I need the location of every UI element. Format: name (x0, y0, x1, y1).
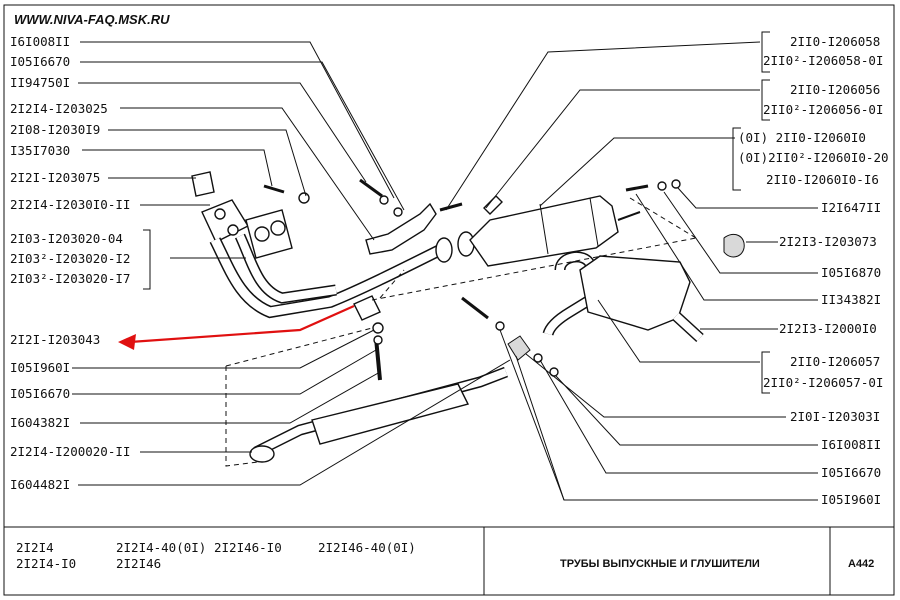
label-right-7: I2I647II (821, 200, 881, 215)
label-left-14: I604382I (10, 415, 70, 430)
label-left-7: 2I2I4-I2030I0-II (10, 197, 130, 212)
label-left-9: 2I03²-I203020-I2 (10, 251, 130, 266)
arrow-head-icon (118, 334, 136, 350)
label-left-6: 2I2I-I203075 (10, 170, 100, 185)
label-right-1: 2II0²-I206058-0I (763, 53, 883, 68)
label-left-16: I604482I (10, 477, 70, 492)
left-labels: I6I008II I05I6670 II94750I 2I2I4-I203025… (10, 34, 130, 492)
label-right-17: I05I960I (821, 492, 881, 507)
label-left-4: 2I08-I2030I9 (10, 122, 100, 137)
right-brackets (732, 31, 770, 394)
label-left-13: I05I6670 (10, 386, 70, 401)
label-right-10: II34382I (821, 292, 881, 307)
pipe-flange (435, 237, 453, 263)
mounting-bracket (365, 202, 437, 255)
label-right-5: (0I)2II0²-I2060I0-20 (738, 150, 889, 165)
label-right-0: 2II0-I206058 (790, 34, 880, 49)
bracket-left (143, 229, 151, 290)
parts-drawing (191, 171, 745, 467)
model-3: 2I2I46 (116, 556, 161, 571)
footer-code: A442 (848, 558, 874, 570)
label-right-15: I6I008II (821, 437, 881, 452)
label-left-10: 2I03²-I203020-I7 (10, 271, 130, 286)
model-5: 2I2I46-40(0I) (318, 540, 416, 555)
label-left-11: 2I2I-I203043 (10, 332, 100, 347)
clamp (353, 295, 381, 321)
outer-border (3, 4, 895, 596)
label-left-5: I35I7030 (10, 143, 70, 158)
label-right-4: (0I) 2II0-I2060I0 (738, 130, 866, 145)
label-right-12: 2II0-I206057 (790, 354, 880, 369)
rubber-hanger (723, 233, 745, 258)
rear-muffler (579, 255, 691, 331)
label-right-13: 2II0²-I206057-0I (763, 375, 883, 390)
label-left-3: 2I2I4-I203025 (10, 101, 108, 116)
label-left-1: I05I6670 (10, 54, 70, 69)
label-right-16: I05I6670 (821, 465, 881, 480)
site-watermark: WWW.NIVA-FAQ.MSK.RU (14, 12, 170, 27)
label-right-6: 2II0-I2060I0-I6 (766, 172, 879, 187)
main-muffler (311, 383, 470, 445)
leader-lines (72, 41, 818, 501)
label-left-0: I6I008II (10, 34, 70, 49)
label-left-15: 2I2I4-I200020-II (10, 444, 130, 459)
label-left-12: I05I960I (10, 360, 70, 375)
bracket-plate (191, 171, 215, 197)
model-0: 2I2I4 (16, 540, 54, 555)
right-labels: 2II0-I206058 2II0²-I206058-0I 2II0-I2060… (738, 34, 889, 507)
model-1: 2I2I4-I0 (16, 556, 76, 571)
red-arrow (118, 304, 355, 350)
footer-title: ТРУБЫ ВЫПУСКНЫЕ И ГЛУШИТЕЛИ (560, 558, 760, 570)
model-2: 2I2I4-40(0I) (116, 540, 206, 555)
label-right-2: 2II0-I206056 (790, 82, 880, 97)
label-right-3: 2II0²-I206056-0I (763, 102, 883, 117)
label-left-2: II94750I (10, 75, 70, 90)
label-right-8: 2I2I3-I203073 (779, 234, 877, 249)
clamp-lower (507, 335, 531, 361)
model-4: 2I2I46-I0 (214, 540, 282, 555)
label-left-8: 2I03-I203020-04 (10, 231, 123, 246)
footer: 2I2I4 2I2I4-I0 2I2I4-40(0I) 2I2I46 2I2I4… (16, 540, 874, 571)
label-right-11: 2I2I3-I2000I0 (779, 321, 877, 336)
label-right-9: I05I6870 (821, 265, 881, 280)
label-right-14: 2I0I-I20303I (790, 409, 880, 424)
